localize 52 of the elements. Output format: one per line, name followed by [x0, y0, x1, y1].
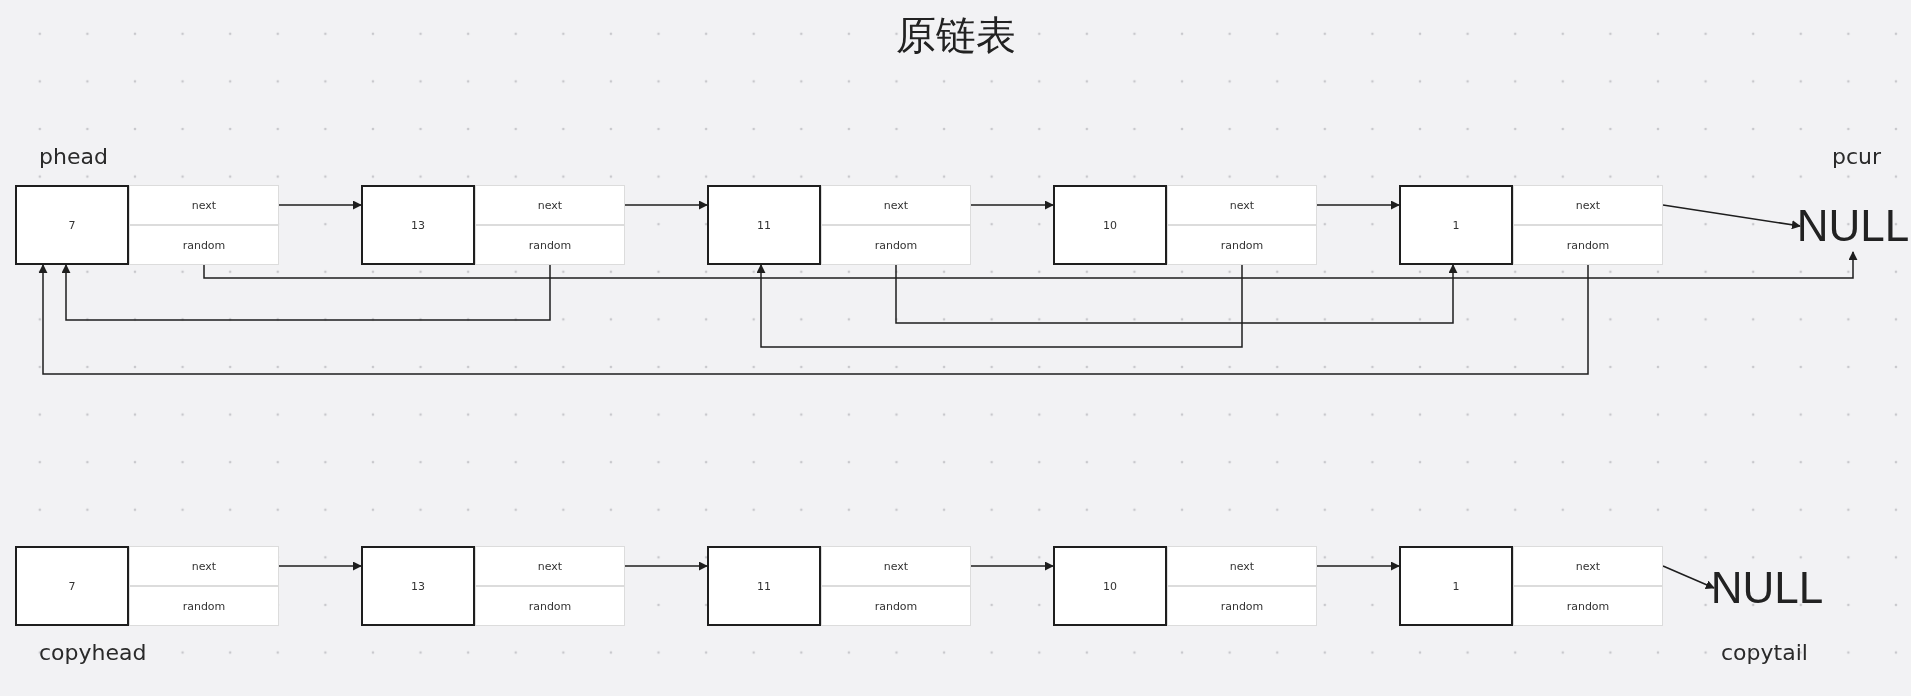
title: 原链表: [894, 11, 1017, 60]
value-box: 10: [1053, 185, 1167, 265]
pointer-field: next: [1513, 546, 1663, 586]
pointer-field: random: [1513, 225, 1663, 265]
pointer-name: copytail: [1721, 640, 1808, 665]
pointer-field: next: [1513, 185, 1663, 225]
pointer-field: random: [129, 586, 279, 626]
pointer-field: random: [475, 586, 625, 626]
value-box: 11: [707, 185, 821, 265]
pointer-field: random: [1513, 586, 1663, 626]
pointer-field: next: [821, 546, 971, 586]
value-box: 1: [1399, 546, 1513, 626]
arrow: [1662, 204, 1801, 230]
arrow: [970, 200, 1054, 210]
value-box: 7: [15, 546, 129, 626]
value-box: 13: [361, 185, 475, 265]
value-box: 1: [1399, 185, 1513, 265]
pointer-field: next: [475, 185, 625, 225]
arrow: [278, 200, 362, 210]
pointer-field: random: [1167, 586, 1317, 626]
value-box: 7: [15, 185, 129, 265]
arrow: [1662, 565, 1715, 589]
null-label: NULL: [1714, 562, 1820, 614]
pointer-field: random: [475, 225, 625, 265]
arrow: [624, 561, 708, 571]
arrow: [895, 264, 1458, 324]
value-box: 13: [361, 546, 475, 626]
arrow: [38, 264, 1589, 375]
pointer-name: pcur: [1832, 144, 1882, 169]
pointer-name: copyhead: [39, 640, 147, 665]
pointer-field: random: [1167, 225, 1317, 265]
pointer-field: next: [475, 546, 625, 586]
pointer-field: next: [129, 546, 279, 586]
pointer-field: next: [821, 185, 971, 225]
arrow: [278, 561, 362, 571]
value-box: 11: [707, 546, 821, 626]
null-label: NULL: [1800, 200, 1906, 252]
pointer-field: random: [821, 586, 971, 626]
arrow: [1316, 561, 1400, 571]
value-box: 10: [1053, 546, 1167, 626]
arrow: [61, 264, 551, 321]
arrow: [756, 264, 1243, 348]
pointer-field: next: [1167, 185, 1317, 225]
arrow: [203, 251, 1858, 279]
pointer-field: random: [129, 225, 279, 265]
pointer-field: random: [821, 225, 971, 265]
arrow: [1316, 200, 1400, 210]
pointer-name: phead: [39, 144, 108, 169]
pointer-field: next: [1167, 546, 1317, 586]
pointer-field: next: [129, 185, 279, 225]
arrow: [970, 561, 1054, 571]
arrow: [624, 200, 708, 210]
